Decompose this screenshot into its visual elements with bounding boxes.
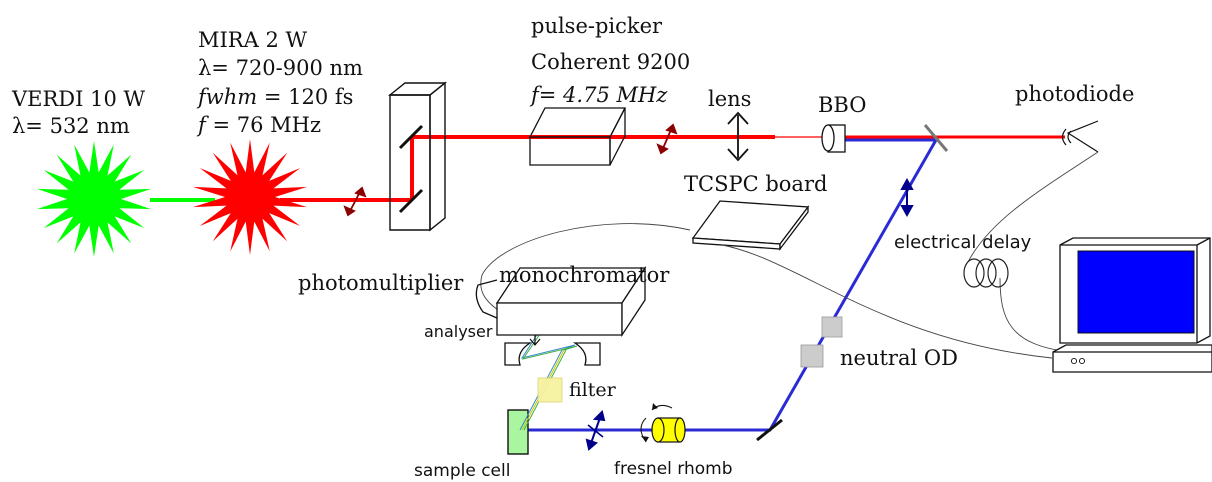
mira-f-key: f [196,113,209,137]
verdi-laser [36,141,152,257]
mira-label-line4: f = 76 MHz [196,113,321,137]
polarization-arrow-blue-2 [585,410,606,451]
computer-base [1052,344,1212,373]
neutral-od-label: neutral OD [840,346,958,370]
sample-cell-label: sample cell [414,461,510,481]
mira-laser-star [192,139,308,255]
mira-f-value: = 76 MHz [206,113,321,137]
photodiode-label: photodiode [1015,82,1134,106]
analyser-label: analyser [424,322,493,341]
sample-cell [507,409,529,455]
electrical-delay-coil [963,258,1009,288]
fresnel-rhomb-label: fresnel rhomb [614,459,733,479]
mira-label-line1: MIRA 2 W [198,28,307,52]
turning-mirror [756,418,783,442]
tcspc-label: TCSPC board [684,172,827,196]
beam-splitter [923,124,949,152]
polarization-arrow-red-1 [343,186,367,217]
pulse-picker-label-line1: pulse-picker [531,14,663,38]
mira-fwhm-value: = 120 fs [257,85,353,109]
photodiode-eye-icon [1061,120,1099,153]
mira-laser [192,139,308,255]
mira-fwhm-key: fwhm [196,85,257,109]
signal-cables [480,151,1099,359]
lens-symbol [727,111,749,162]
verdi-label-line1: VERDI 10 W [11,87,146,111]
lens-label: lens [708,87,751,111]
blue-beam-path [520,138,939,432]
photomultiplier-tube [475,279,498,319]
verdi-label-line2: λ= 532 nm [12,114,130,138]
mira-label-line3: fwhm = 120 fs [196,85,353,109]
electrical-delay-label: electrical delay [894,232,1032,253]
photomultiplier-label: photomultiplier [298,271,464,295]
pulse-picker-label-line3: f= 4.75 MHz [529,83,668,107]
neutral-od-filter-1 [821,316,843,338]
monitor-screen [1077,250,1195,334]
filter-label: filter [569,379,617,401]
mira-label-line2: λ= 720-900 nm [198,56,363,80]
neutral-od-filter-2 [800,344,824,368]
periscope [388,81,447,232]
verdi-laser-star [36,141,152,257]
pulse-picker-label-line2: Coherent 9200 [531,50,690,74]
monochromator-label: monochromator [499,263,670,287]
filter-square [537,377,563,403]
polarization-arrow-red-2 [656,123,678,155]
polarization-arrow-blue-1 [900,177,914,218]
monochromator-box [495,265,647,338]
pulse-picker-box [528,107,627,166]
computer-monitor [1059,237,1211,344]
bbo-crystal [821,124,846,153]
tcspc-board [691,200,810,251]
bbo-label: BBO [818,93,866,117]
analyser-mirror-beam [520,329,578,360]
analyser-mirrors [504,342,601,366]
fresnel-rhomb [640,403,686,443]
